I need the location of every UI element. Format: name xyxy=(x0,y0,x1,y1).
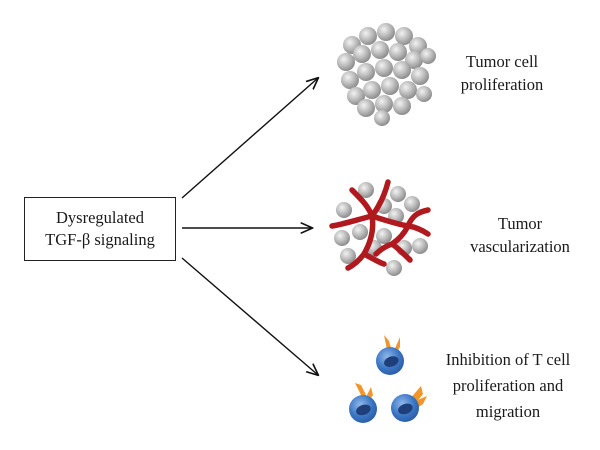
tumor-cell-icon xyxy=(404,196,420,212)
tumor-cell-icon xyxy=(399,81,417,99)
tumor-cell-icon xyxy=(374,110,390,126)
tumor-cell-icon xyxy=(393,61,411,79)
tumor-cell-icon xyxy=(347,87,365,105)
t-cell-icon xyxy=(376,335,404,375)
tumor-cell-icon xyxy=(334,230,350,246)
tumor-cell-icon xyxy=(390,186,406,202)
tumor-cell-icon xyxy=(359,27,377,45)
source-box: Dysregulated TGF-β signaling xyxy=(24,197,176,261)
tumor-cell-icon xyxy=(376,228,392,244)
outcome-label-line: migration xyxy=(475,402,541,422)
outcome-label-line: proliferation xyxy=(460,75,544,95)
outcome-label-line: proliferation and xyxy=(452,376,564,396)
tumor-cell-icon xyxy=(420,48,436,64)
tumor-cell-icon xyxy=(341,71,359,89)
tumor-cell-icon xyxy=(411,67,429,85)
tumor-cell-icon xyxy=(395,27,413,45)
tumor-cell-icon xyxy=(371,41,389,59)
outcome-label-line: Tumor xyxy=(497,214,543,233)
tumor-cell-icon xyxy=(358,182,374,198)
outcome-label-line: vascularization xyxy=(470,237,570,257)
tumor-cell-icon xyxy=(405,51,423,69)
source-line-2: TGF-β signaling xyxy=(45,230,155,249)
tumor-cell-icon xyxy=(375,59,393,77)
tumor-cell-icon xyxy=(363,81,381,99)
tumor-cell-icon xyxy=(377,23,395,41)
t-cell-icon xyxy=(391,386,427,422)
tumor-cell-icon xyxy=(353,45,371,63)
outcome-label-proliferation: Tumor cell proliferation xyxy=(440,50,564,96)
tumor-cell-icon xyxy=(412,238,428,254)
tumor-cell-icon xyxy=(389,43,407,61)
outcome-label-tcell: Inhibition of T cell proliferation and m… xyxy=(420,348,596,423)
tumor-cell-icon xyxy=(357,63,375,81)
tumor-cell-cluster-icon xyxy=(337,23,436,126)
outcome-label-line: Inhibition of T cell xyxy=(445,350,571,369)
tumor-cell-icon xyxy=(416,86,432,102)
t-cell-icon xyxy=(349,383,377,423)
arrow-to-proliferation-icon xyxy=(181,78,318,199)
tumor-cell-icon xyxy=(393,97,411,115)
tumor-cell-icon xyxy=(357,99,375,117)
tumor-cell-icon xyxy=(337,53,355,71)
tumor-cell-icon xyxy=(375,95,393,113)
tumor-cell-icon xyxy=(386,260,402,276)
vascularized-tumor-icon xyxy=(329,179,431,276)
outcome-label-line: Tumor cell xyxy=(465,52,539,71)
tumor-cell-icon xyxy=(381,77,399,95)
blood-vessel-icon xyxy=(329,179,431,271)
arrow-to-tcell-icon xyxy=(181,257,318,375)
tumor-cell-icon xyxy=(336,202,352,218)
source-line-1: Dysregulated xyxy=(56,207,144,227)
outcome-label-vascularization: Tumor vascularization xyxy=(460,212,580,258)
tumor-cell-icon xyxy=(340,248,356,264)
tumor-cell-icon xyxy=(352,224,368,240)
